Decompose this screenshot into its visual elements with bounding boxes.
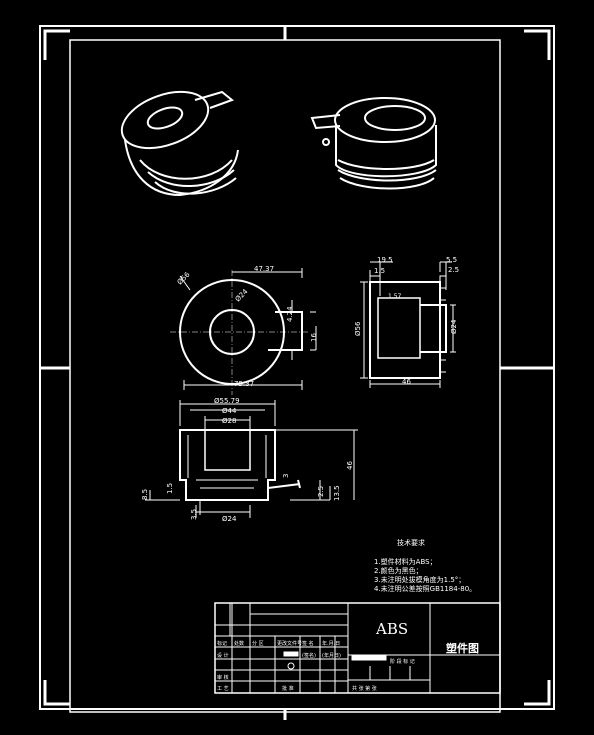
dim-hole-diameter: Ø24 (234, 287, 250, 303)
dim-sec-inner: Ø28 (222, 417, 236, 425)
tb-mark: 标记 (217, 640, 227, 647)
dim-side-outer: Ø56 (354, 321, 362, 336)
dim-2-5: 2.5 (448, 266, 459, 274)
title-drawing-name: 塑件图 (446, 641, 479, 655)
dim-sec-mid: Ø44 (222, 407, 237, 415)
sheet-frame (39, 25, 555, 720)
tb-std-sign: (签名) (302, 652, 316, 659)
notes-title: 技术要求 (397, 538, 425, 547)
title-material: ABS (375, 620, 408, 638)
dim-5-5: 5.5 (446, 256, 457, 264)
dim-1-5: 1.5 (374, 267, 385, 275)
isometric-view-right (310, 97, 437, 190)
tb-date: 年.月.日 (322, 640, 340, 647)
dim-sec-outer: Ø55.79 (214, 397, 240, 405)
front-view (170, 268, 317, 395)
dim-outer-diameter: Ø56 (176, 270, 192, 286)
technical-notes: 技术要求 1.塑件材料为ABS； 2.颜色为黑色； 3.未注明处拔模角度为1.5… (374, 538, 476, 593)
tb-check: 审 核 (217, 674, 229, 681)
dim-sec-8-5: 8.5 (141, 489, 149, 500)
tb-change-doc: 更改文件号 (277, 640, 302, 647)
tb-stage: 阶 段 标 记 (390, 658, 415, 665)
tb-zone: 分 区 (252, 640, 264, 647)
dim-sec-bottom: Ø24 (222, 515, 237, 523)
dim-19-5: 19.5 (377, 256, 393, 264)
tb-approve: 批 准 (282, 685, 294, 692)
dim-width-top: 47.37 (254, 265, 274, 273)
dim-sec-3: 3 (282, 474, 290, 478)
note-2: 2.颜色为黑色； (374, 566, 423, 575)
dim-side-inner: Ø24 (450, 319, 458, 334)
tb-count: 处数 (234, 640, 244, 647)
side-view (360, 261, 456, 388)
note-3: 3.未注明处拔模角度为1.5°； (374, 575, 465, 584)
dim-sec-2-5: 2.5 (317, 486, 325, 497)
dim-sec-height: 46 (346, 461, 354, 470)
dim-sec-13-5: 13.5 (333, 485, 341, 501)
tb-std-date: (年月日) (322, 652, 341, 659)
dim-sec-3-5: 3.5 (190, 509, 198, 520)
tb-design: 设 计 (217, 652, 229, 659)
tb-sheets: 共 张 第 张 (352, 685, 377, 692)
dim-sec-1-5: 1.5 (166, 483, 174, 494)
isometric-view-left (120, 90, 239, 197)
tb-process: 工 艺 (217, 686, 229, 692)
dim-tab-height-2: 16 (310, 333, 318, 342)
tb-sign: 签 名 (302, 640, 314, 647)
dim-side-length: 46 (402, 378, 411, 386)
dim-width-bottom: 75.37 (234, 380, 254, 388)
dim-1-57: 1.57 (388, 293, 402, 300)
section-view (145, 400, 358, 518)
note-4: 4.未注明公差按照GB1184-80。 (374, 584, 476, 593)
dim-tab-height-1: 4.24 (286, 306, 294, 322)
note-1: 1.塑件材料为ABS； (374, 557, 437, 566)
title-block (214, 602, 501, 694)
